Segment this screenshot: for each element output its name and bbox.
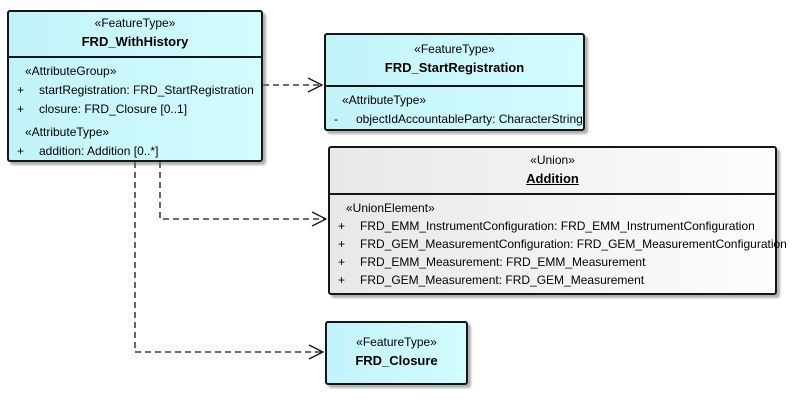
stereotype-label: «Union»	[530, 153, 575, 167]
attribute-row: + FRD_EMM_Measurement: FRD_EMM_Measureme…	[330, 253, 775, 271]
visibility-symbol: +	[338, 237, 346, 251]
attribute-row: + closure: FRD_Closure [0..1]	[9, 100, 261, 119]
class-box-frd-withhistory: «FeatureType» FRD_WithHistory «Attribute…	[7, 10, 263, 162]
attribute-row: + FRD_GEM_Measurement: FRD_GEM_Measureme…	[330, 271, 775, 289]
visibility-symbol: +	[17, 83, 25, 97]
attribute-text: FRD_EMM_Measurement: FRD_EMM_Measurement	[360, 255, 646, 269]
attribute-text: objectIdAccountableParty: CharacterStrin…	[356, 112, 583, 126]
class-header: «Union» Addition	[330, 148, 775, 195]
class-name: Addition	[526, 171, 579, 186]
stereotype-label: «FeatureType»	[94, 16, 176, 30]
class-box-frd-startregistration: «FeatureType» FRD_StartRegistration «Att…	[324, 33, 585, 131]
attribute-text: closure: FRD_Closure [0..1]	[39, 102, 188, 116]
class-name: FRD_Closure	[355, 353, 438, 368]
attribute-row: - objectIdAccountableParty: CharacterStr…	[326, 110, 583, 129]
dependency-arrow-to-frd-startregistration	[263, 77, 324, 93]
stereotype-label: «FeatureType»	[356, 335, 437, 349]
attributes-compartment: «AttributeType» - objectIdAccountablePar…	[326, 91, 583, 129]
dependency-arrow-to-frd-closure	[134, 162, 325, 360]
class-name: FRD_WithHistory	[81, 34, 189, 49]
attribute-group-label: «AttributeGroup»	[25, 64, 117, 78]
visibility-symbol: +	[17, 144, 25, 158]
union-element-label: «UnionElement»	[346, 201, 435, 215]
attribute-row: + addition: Addition [0..*]	[9, 142, 261, 161]
attribute-row: + FRD_EMM_InstrumentConfiguration: FRD_E…	[330, 217, 775, 235]
stereotype-label: «FeatureType»	[414, 42, 495, 56]
class-box-frd-closure: «FeatureType» FRD_Closure	[325, 321, 468, 385]
attribute-row: + FRD_GEM_MeasurementConfiguration: FRD_…	[330, 235, 787, 253]
dependency-arrow-to-addition	[159, 162, 328, 227]
attribute-text: FRD_GEM_Measurement: FRD_GEM_Measurement	[360, 273, 645, 287]
attribute-text: addition: Addition [0..*]	[39, 144, 159, 158]
visibility-symbol: +	[338, 219, 346, 233]
attributes-compartment: «AttributeGroup» + startRegistration: FR…	[9, 62, 261, 161]
class-header: «FeatureType» FRD_StartRegistration	[326, 35, 583, 87]
class-box-addition: «Union» Addition «UnionElement» + FRD_EM…	[328, 146, 787, 295]
visibility-symbol: -	[334, 112, 338, 126]
attribute-type-label: «AttributeType»	[342, 93, 427, 107]
visibility-symbol: +	[17, 102, 25, 116]
class-name: FRD_StartRegistration	[384, 60, 525, 75]
class-header: «FeatureType» FRD_WithHistory	[9, 12, 261, 58]
class-header: «FeatureType» FRD_Closure	[327, 323, 466, 371]
attribute-text: FRD_EMM_InstrumentConfiguration: FRD_EMM…	[360, 219, 755, 233]
attribute-row: + startRegistration: FRD_StartRegistrati…	[9, 81, 261, 100]
visibility-symbol: +	[338, 255, 346, 269]
attribute-type-label: «AttributeType»	[25, 125, 110, 139]
attribute-text: FRD_GEM_MeasurementConfiguration: FRD_GE…	[360, 237, 787, 251]
visibility-symbol: +	[338, 273, 346, 287]
attribute-text: startRegistration: FRD_StartRegistration	[39, 83, 254, 97]
attributes-compartment: «UnionElement» + FRD_EMM_InstrumentConfi…	[330, 199, 787, 289]
